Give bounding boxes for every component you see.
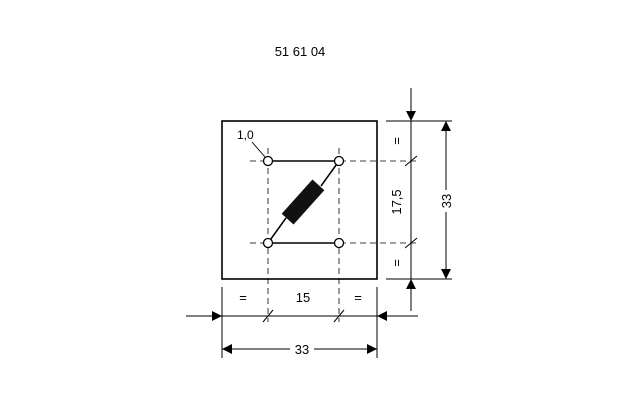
part-number: 51 61 04 [275, 44, 326, 59]
outer-height-value: 33 [439, 194, 454, 208]
vertical-pitch-dimension [386, 88, 452, 311]
hole-bottom-right [333, 237, 345, 249]
hole-bottom-left [262, 237, 274, 249]
hole-diameter-label: 1,0 [237, 128, 254, 142]
equal-mark-bottom-right: = [354, 290, 362, 305]
component-body [281, 179, 325, 225]
hole-top-right [333, 155, 345, 167]
equal-mark-right-top: = [389, 137, 404, 145]
vertical-pitch-value: 17,5 [389, 189, 404, 214]
hole-diameter-leader [251, 141, 266, 158]
horizontal-pitch-value: 15 [296, 290, 310, 305]
hole-center-lines [250, 148, 418, 322]
equal-mark-bottom-left: = [239, 290, 247, 305]
equal-mark-right-bottom: = [389, 259, 404, 267]
board-outline [221, 120, 378, 280]
mounting-holes [262, 155, 345, 249]
outer-width-value: 33 [295, 342, 309, 357]
hole-top-left [262, 155, 274, 167]
